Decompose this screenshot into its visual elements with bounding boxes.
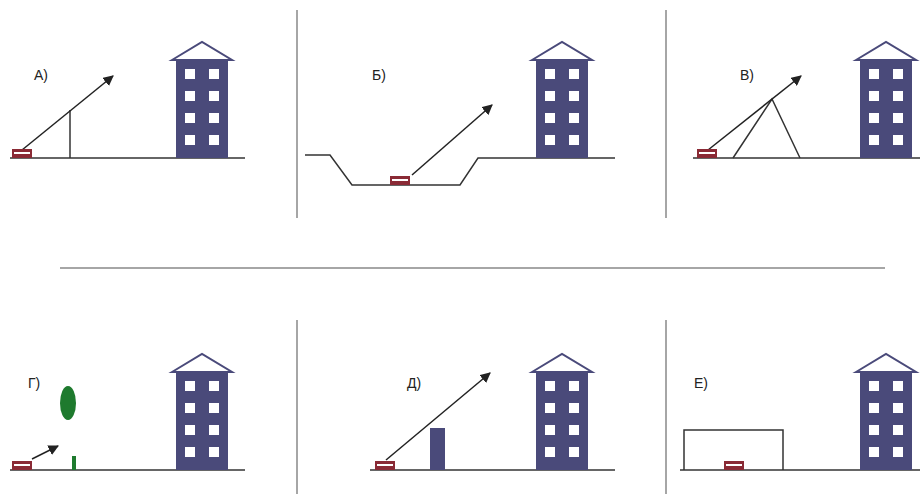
panel-letter: Г) [28, 376, 40, 390]
panel-letter: Б) [372, 68, 386, 82]
panel-letter: Е) [694, 376, 708, 390]
panel-letter: Д) [407, 376, 421, 390]
panel-letter: А) [34, 68, 48, 82]
panel-letter: В) [740, 68, 754, 82]
